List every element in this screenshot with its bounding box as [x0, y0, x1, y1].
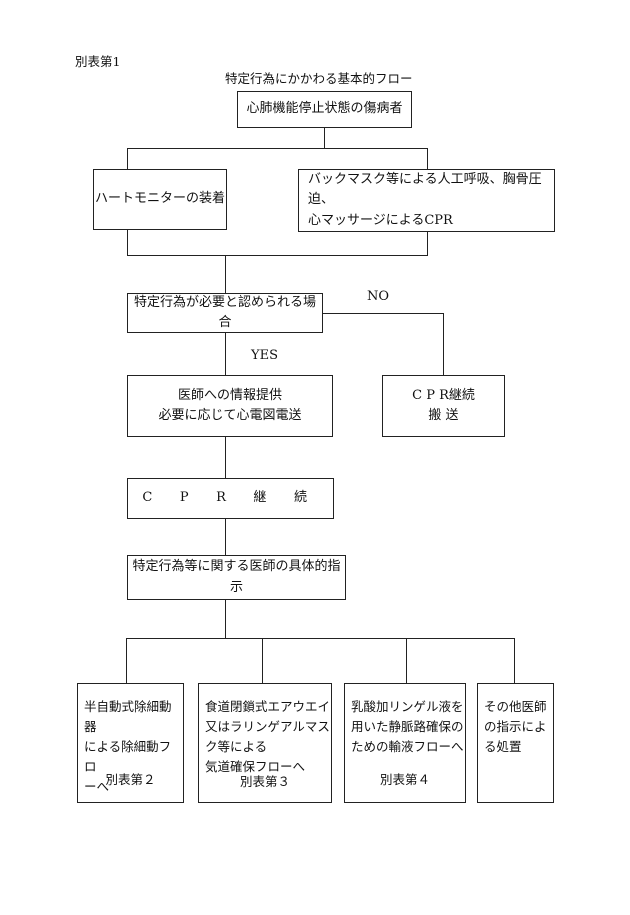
- connector-line: [443, 313, 444, 375]
- appendix-label: 別表第1: [75, 54, 121, 69]
- node-no-branch-line: C P R継続: [412, 387, 475, 403]
- leaf-line: の指示によ: [484, 719, 547, 734]
- connector-line: [225, 255, 226, 293]
- connector-line: [262, 638, 263, 683]
- leaf-line: ク等による: [205, 739, 268, 754]
- connector-line: [323, 313, 444, 314]
- connector-line: [225, 333, 226, 375]
- leaf-line: 気道確保フローへ: [205, 759, 306, 774]
- node-start-label: 心肺機能停止状態の傷病者: [246, 101, 403, 117]
- connector-line: [126, 638, 515, 639]
- connector-line: [225, 519, 226, 555]
- node-cpr-continue: C P R 継 続: [127, 478, 334, 519]
- leaf-reference: 別表第２: [105, 772, 156, 787]
- node-decision-label: 特定行為が必要と認められる場合: [133, 294, 316, 330]
- node-doctor-info: 医師への情報提供 必要に応じて心電図電送: [127, 375, 333, 437]
- node-cpr-continue-label: C P R 継 続: [142, 490, 319, 506]
- leaf-defibrillation: 半自動式除細動器 による除細動フロ ーへ 別表第２: [77, 683, 184, 803]
- leaf-line: る処置: [484, 739, 522, 754]
- connector-line: [225, 600, 226, 638]
- connector-line: [324, 128, 325, 148]
- leaf-line: による除細動フロ: [84, 739, 172, 774]
- leaf-line: 乳酸加リンゲル液を: [351, 699, 464, 714]
- yes-label: YES: [251, 348, 278, 363]
- leaf-line: 用いた静脈路確保の: [351, 719, 464, 734]
- leaf-line: その他医師: [484, 699, 547, 714]
- connector-line: [126, 638, 127, 683]
- node-doctor-info-line: 医師への情報提供: [177, 387, 282, 403]
- leaf-line: 又はラリンゲアルマス: [205, 719, 330, 734]
- leaf-reference: 別表第３: [239, 774, 290, 789]
- leaf-infusion: 乳酸加リンゲル液を 用いた静脈路確保の ための輸液フローへ 別表第４: [344, 683, 466, 803]
- connector-line: [514, 638, 515, 683]
- node-doctor-instruction: 特定行為等に関する医師の具体的指示: [127, 555, 346, 600]
- node-cpr: バックマスク等による人工呼吸、胸骨圧迫、 心マッサージによるCPR: [298, 169, 555, 232]
- node-cpr-line: 心マッサージによるCPR: [308, 212, 453, 228]
- node-decision: 特定行為が必要と認められる場合: [127, 293, 323, 333]
- node-cpr-line: バックマスク等による人工呼吸、胸骨圧迫、: [308, 172, 542, 208]
- node-doctor-instruction-label: 特定行為等に関する医師の具体的指示: [132, 559, 341, 595]
- connector-line: [406, 638, 407, 683]
- node-no-branch: C P R継続 搬 送: [382, 375, 505, 437]
- connector-line: [127, 255, 428, 256]
- node-no-branch-line: 搬 送: [428, 408, 459, 423]
- leaf-reference: 別表第４: [379, 772, 430, 787]
- connector-line: [127, 148, 428, 149]
- node-heart-monitor: ハートモニターの装着: [93, 169, 227, 230]
- node-doctor-info-line: 必要に応じて心電図電送: [158, 408, 302, 423]
- page-title: 特定行為にかかわる基本的フロー: [225, 71, 413, 86]
- connector-line: [225, 437, 226, 478]
- leaf-line: ーへ: [84, 779, 110, 794]
- leaf-line: ための輸液フローへ: [351, 739, 464, 754]
- leaf-line: 半自動式除細動器: [84, 699, 172, 734]
- node-heart-monitor-label: ハートモニターの装着: [94, 191, 225, 207]
- no-label: NO: [367, 289, 390, 304]
- leaf-line: 食道閉鎖式エアウエイ: [205, 699, 331, 714]
- leaf-airway: 食道閉鎖式エアウエイ 又はラリンゲアルマス ク等による 気道確保フローへ 別表第…: [198, 683, 332, 803]
- leaf-other: その他医師 の指示によ る処置: [477, 683, 554, 803]
- node-start: 心肺機能停止状態の傷病者: [237, 91, 412, 128]
